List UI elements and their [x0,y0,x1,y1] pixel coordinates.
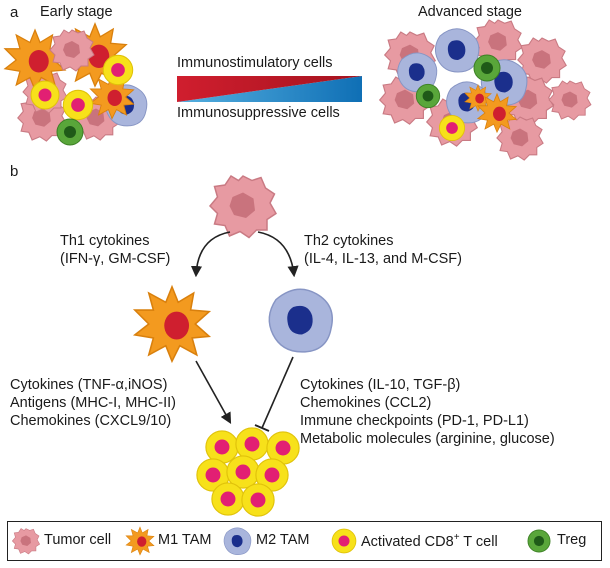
m2-inhibition-line [254,356,294,432]
legend-cd8-label: Activated CD8+ T cell [361,532,498,550]
treg-cell [415,83,441,109]
immunostimulatory-wedge [177,76,362,102]
panel-a-letter: a [10,4,19,21]
legend-tumor-label: Tumor cell [44,532,112,548]
treg-cell [473,54,501,82]
cd8-t-cell [438,114,466,142]
th2-arrow [257,231,299,278]
cd8-t-cell [62,89,94,121]
m2-effect-metabolic: Metabolic molecules (arginine, glucose) [300,431,555,447]
legend-cd8-suffix: T cell [459,533,498,550]
m1-tam-polarized [134,286,210,362]
m2-tam-polarized [268,288,334,353]
advanced-stage-label: Advanced stage [418,4,522,20]
immunosuppressive-label: Immunosuppressive cells [177,105,340,121]
m1-activation-arrow [195,360,232,424]
immunostimulatory-label: Immunostimulatory cells [177,55,333,71]
legend-treg-label: Treg [557,532,587,548]
cd8-cluster [196,427,300,517]
m2-effect-checkpoints: Immune checkpoints (PD-1, PD-L1) [300,413,529,429]
th1-cytokines-title: Th1 cytokines [60,233,150,249]
legend-m2-label: M2 TAM [256,532,310,548]
immune-gradient [177,76,362,102]
cd8-t-cell [241,483,275,517]
th1-cytokines-detail: (IFN-γ, GM-CSF) [60,251,171,267]
legend-cd8-text: Activated CD8 [361,533,454,550]
cd8-t-cell [30,80,60,110]
legend-box [7,521,602,561]
advanced-stage-cluster [379,19,592,161]
tumor-cell [548,80,592,121]
legend-cd8-superscript: + [453,532,460,543]
tumor-cell-source [209,175,277,239]
legend-m1-label: M1 TAM [158,532,212,548]
cd8-t-cell [102,54,134,86]
th2-cytokines-title: Th2 cytokines [304,233,394,249]
early-stage-label: Early stage [40,4,113,20]
cd8-t-cell [205,430,239,464]
cd8-t-cell [235,427,269,461]
treg-cell [56,118,84,146]
m2-effect-cytokines: Cytokines (IL-10, TGF-β) [300,377,461,393]
cd8-t-cell [211,482,245,516]
m2-tam [434,28,480,73]
m1-effect-chemokines: Chemokines (CXCL9/10) [10,413,172,429]
th1-arrow [190,231,231,278]
early-stage-cluster [4,23,148,146]
panel-b-letter: b [10,163,19,180]
m1-effect-cytokines: Cytokines (TNF-α,iNOS) [10,377,168,393]
m2-effect-chemokines: Chemokines (CCL2) [300,395,432,411]
th2-cytokines-detail: (IL-4, IL-13, and M-CSF) [304,251,462,267]
m1-effect-antigens: Antigens (MHC-I, MHC-II) [10,395,176,411]
